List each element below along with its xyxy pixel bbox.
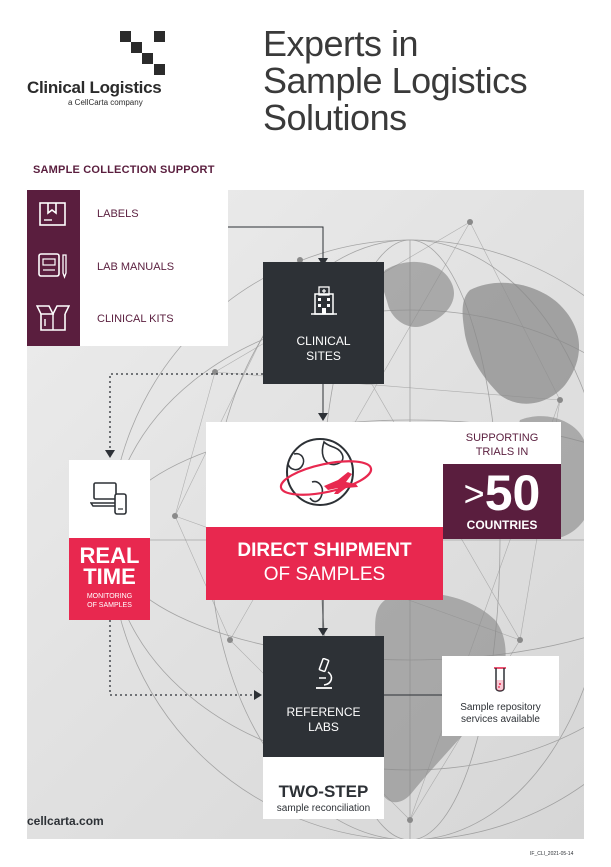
two-step-title: TWO-STEP <box>278 782 369 801</box>
trials-label: SUPPORTING TRIALS IN <box>443 431 561 459</box>
reference-labs-box: REFERENCE LABS <box>263 636 384 757</box>
globe-plane-icon <box>279 438 373 506</box>
trials-value: 50 <box>484 465 541 521</box>
support-item-labels: LABELS <box>97 208 139 220</box>
manual-icon <box>38 253 67 279</box>
trials-line1: SUPPORTING <box>465 432 539 444</box>
support-item-lab-manuals: LAB MANUALS <box>97 261 175 273</box>
clinical-sites-box: CLINICAL SITES <box>263 262 384 384</box>
trials-unit: COUNTRIES <box>466 518 538 532</box>
trials-line2: TRIALS IN <box>475 446 529 458</box>
real-time-line1: REAL <box>79 543 140 568</box>
repository-line1: Sample repository <box>460 702 541 713</box>
shipment-subtitle: OF SAMPLES <box>263 564 386 585</box>
document-id: IF_CLI_2021-05-14 <box>530 851 574 857</box>
microscope-icon <box>316 658 333 689</box>
clinical-sites-line1: CLINICAL <box>296 334 351 348</box>
real-time-line2: TIME <box>83 564 136 589</box>
hospital-icon <box>311 286 337 315</box>
logo-tagline: a CellCarta company <box>68 98 143 107</box>
real-time-sub1: MONITORING <box>86 593 133 600</box>
shipment-icon-box <box>206 422 443 527</box>
reference-labs-line2: LABS <box>308 720 339 734</box>
real-time-box <box>69 538 150 620</box>
shipment-title: DIRECT SHIPMENT <box>237 540 412 561</box>
two-step-box <box>263 757 384 819</box>
repository-line2: services available <box>461 714 540 725</box>
real-time-icon-box <box>69 460 150 538</box>
trials-prefix: > <box>463 473 485 514</box>
logo-name: Clinical Logistics <box>27 78 162 97</box>
clinical-sites-line2: SITES <box>306 349 341 363</box>
website-link[interactable]: cellcarta.com <box>27 814 104 828</box>
title-line-1: Experts in <box>263 23 419 64</box>
real-time-sub2: OF SAMPLES <box>87 602 132 609</box>
real-time-subtitle: MONITORING OF SAMPLES <box>69 592 150 610</box>
trials-count-box <box>443 464 561 539</box>
repository-box <box>442 656 559 736</box>
kit-box-icon <box>36 305 70 331</box>
shipment-box <box>206 527 443 600</box>
real-time-title: REAL TIME <box>69 543 150 589</box>
label-box-icon <box>39 202 66 226</box>
logo-mark-icon <box>120 31 165 75</box>
test-tube-icon <box>494 667 506 692</box>
devices-icon <box>90 482 127 515</box>
support-item-clinical-kits: CLINICAL KITS <box>97 313 174 325</box>
trials-number: >50 <box>443 468 561 519</box>
title-line-3: Solutions <box>263 97 407 138</box>
support-list <box>80 190 228 346</box>
title-line-2: Sample Logistics <box>263 60 528 101</box>
reference-labs-line1: REFERENCE <box>286 705 361 719</box>
page-title: Experts in Sample Logistics Solutions <box>263 25 603 136</box>
trials-label-box <box>443 422 561 464</box>
two-step-subtitle: sample reconciliation <box>276 803 371 814</box>
repository-text: Sample repository services available <box>442 702 559 726</box>
section-title: SAMPLE COLLECTION SUPPORT <box>33 164 215 176</box>
